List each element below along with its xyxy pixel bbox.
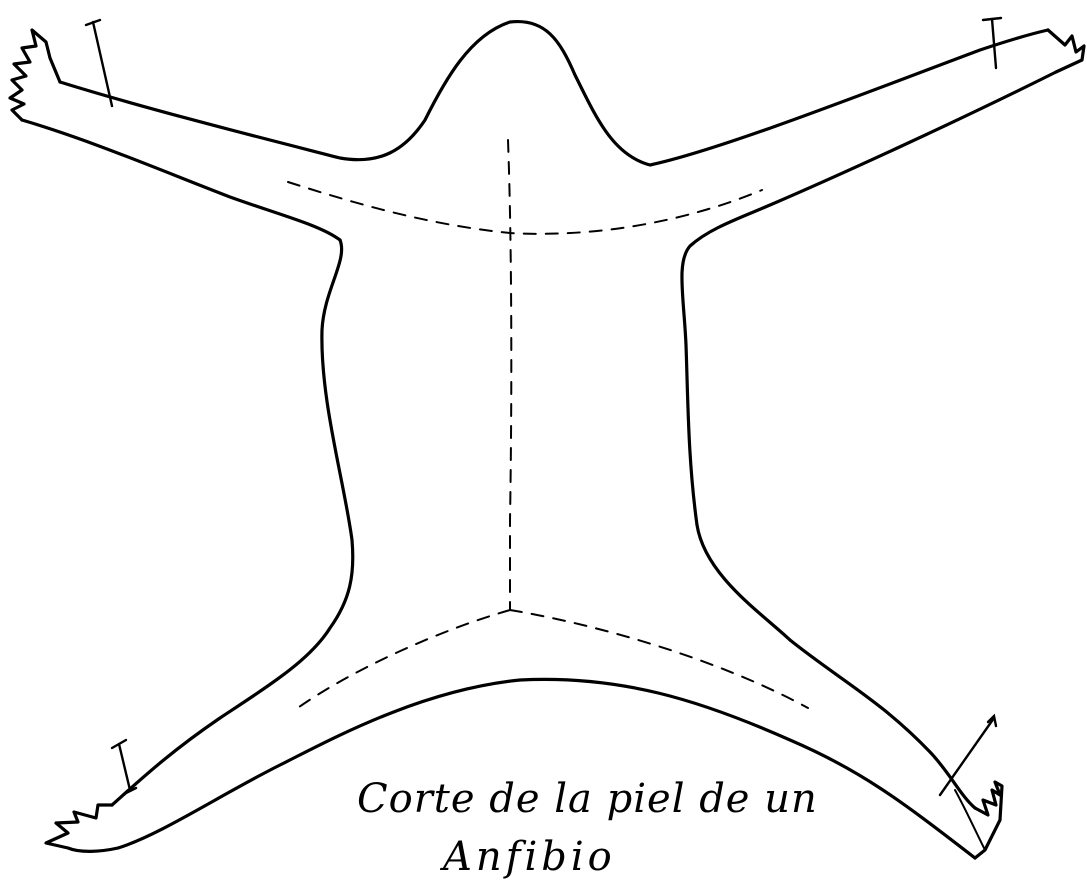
caption-line-2: Anfibio <box>443 834 616 880</box>
right-arm-lower-edge <box>682 72 1056 640</box>
cut-line-midline <box>508 140 511 610</box>
left-arm-upper-edge <box>60 22 1048 165</box>
cut-line-shoulders <box>288 182 762 234</box>
left-hand-edge <box>10 30 60 120</box>
right-foot-fold <box>955 790 985 850</box>
caption-line-1: Corte de la piel de un <box>357 776 818 822</box>
left-leg-edge <box>112 240 353 805</box>
cut-lines <box>288 140 808 712</box>
left-arm-lower-edge <box>22 120 340 240</box>
cut-line-hips-left <box>292 610 510 712</box>
right-hand-edge <box>1048 30 1084 72</box>
pin-icon <box>940 716 996 795</box>
right-foot-edge <box>975 782 1002 858</box>
skin-outline <box>10 22 1084 858</box>
left-foot-edge <box>46 805 118 851</box>
crotch-edge <box>118 679 975 858</box>
